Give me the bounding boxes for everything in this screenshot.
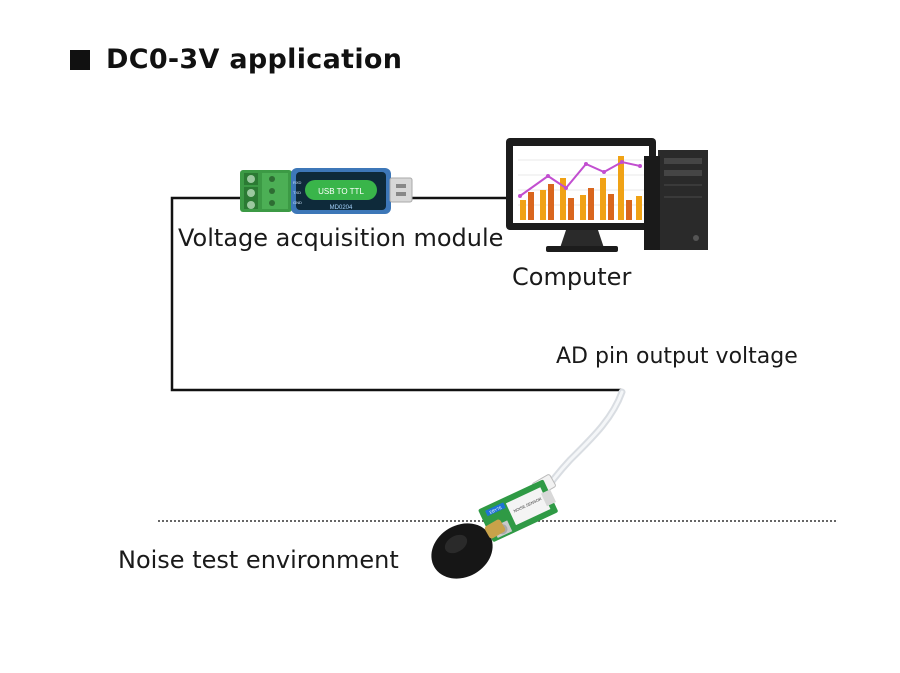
- label-ad-pin-output-voltage: AD pin output voltage: [556, 344, 798, 369]
- label-computer: Computer: [512, 263, 632, 291]
- pc-tower: [644, 150, 708, 250]
- usb-module-model-text: MD0204: [330, 205, 353, 211]
- microphone-foam: [431, 523, 493, 579]
- green-terminal-block: [240, 170, 292, 212]
- screen-bar-chart: [518, 156, 646, 220]
- noise-sensor-image: NOISE SENSOR EBYTE: [431, 479, 558, 579]
- computer-image: [506, 138, 708, 252]
- usb-module-image: USB TO TTL MD0204 RXD TXD GND: [240, 168, 413, 214]
- title-bullet-square: [70, 49, 90, 70]
- usb-module-main-text: USB TO TTL: [318, 187, 364, 196]
- sensor-brand-text: EBYTE: [489, 505, 503, 515]
- usb-pin-label-gnd: GND: [293, 200, 302, 205]
- title-row: DC0-3V application: [70, 44, 402, 75]
- connection-wires: [170, 196, 622, 392]
- wire-module-to-sensor: [170, 196, 622, 392]
- page-title: DC0-3V application: [106, 44, 403, 75]
- usb-plug: [389, 177, 413, 203]
- usb-pin-label-txd: TXD: [293, 190, 301, 195]
- label-voltage-acquisition-module: Voltage acquisition module: [178, 224, 504, 252]
- sensor-cable: [532, 388, 626, 502]
- label-noise-test-environment: Noise test environment: [118, 546, 399, 574]
- monitor-stand: [560, 230, 604, 248]
- usb-pin-label-rxd: RXD: [293, 180, 302, 185]
